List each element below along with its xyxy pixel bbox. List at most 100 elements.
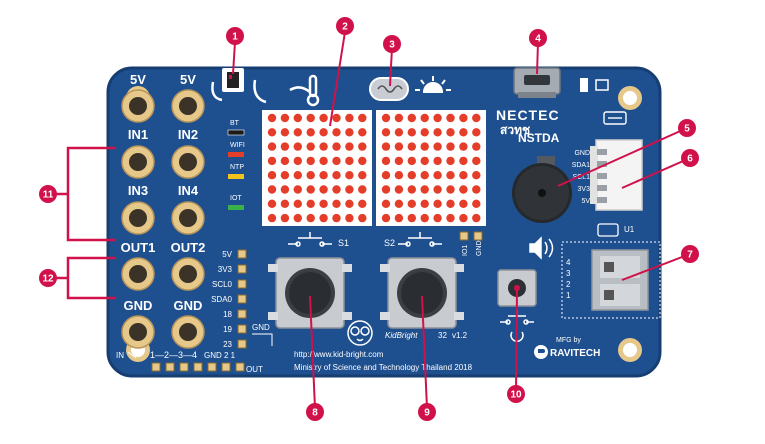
matrix-led <box>472 213 481 223</box>
screw-pad <box>171 145 205 179</box>
matrix-led <box>459 128 468 137</box>
buzzer <box>512 156 572 223</box>
matrix-led <box>459 113 468 123</box>
matrix-led <box>446 171 455 180</box>
matrix-led <box>459 171 468 180</box>
matrix-led <box>319 113 328 123</box>
matrix-led <box>459 199 468 208</box>
i2c-pin <box>597 173 607 179</box>
bottom-connector-strip: IN 1—2—3—4 GND 2 1 OUT <box>116 350 263 374</box>
matrix-led <box>407 156 416 166</box>
pad-label-gnd-1: GND <box>124 298 153 313</box>
led-label-iot: IOT <box>230 195 242 202</box>
matrix-led <box>394 171 404 180</box>
matrix-led <box>345 113 354 123</box>
nstda-logo: NSTDA <box>518 131 560 145</box>
button-s2[interactable] <box>380 257 464 329</box>
i2c-pin <box>597 197 607 203</box>
callout-badge-11: 11 <box>39 185 57 203</box>
i2c-pin-label: SDA1 <box>572 162 590 169</box>
pad-label-in3: IN3 <box>128 183 148 198</box>
matrix-led <box>345 156 354 166</box>
matrix-led <box>381 156 391 166</box>
matrix-led <box>358 213 367 223</box>
matrix-led <box>407 142 416 151</box>
nectec-logo: NECTEC <box>496 107 560 123</box>
matrix-led <box>446 156 455 166</box>
matrix-led <box>420 142 429 151</box>
screw-pad <box>121 201 155 235</box>
matrix-led <box>267 128 277 137</box>
matrix-led <box>381 113 391 123</box>
button-s1[interactable] <box>268 257 352 329</box>
matrix-led <box>381 199 391 208</box>
matrix-led <box>472 199 481 208</box>
matrix-led <box>319 171 328 180</box>
pad-label-out2: OUT2 <box>171 240 206 255</box>
matrix-led <box>381 142 391 151</box>
callout-badge-10: 10 <box>507 385 525 403</box>
callout-badge-6: 6 <box>681 149 699 167</box>
matrix-led <box>332 199 341 208</box>
matrix-led <box>332 213 341 223</box>
matrix-led <box>433 199 442 208</box>
io-pins: IO1 GND <box>459 231 483 256</box>
svg-text:7: 7 <box>687 250 693 261</box>
matrix-led <box>446 142 455 151</box>
i2c-pin-label: SCL1 <box>572 174 590 181</box>
io-pin-io1: IO1 <box>462 245 469 256</box>
matrix-led <box>345 199 354 208</box>
matrix-led <box>420 113 429 123</box>
pad-label-gnd-2: GND <box>174 298 203 313</box>
matrix-led <box>381 185 391 194</box>
led-wifi <box>228 152 244 157</box>
matrix-led <box>332 128 341 137</box>
matrix-led <box>332 185 341 194</box>
led-label-wifi: WIFI <box>230 142 245 149</box>
light-sensor <box>369 77 409 101</box>
matrix-led <box>319 128 328 137</box>
matrix-led <box>345 128 354 137</box>
matrix-led <box>358 128 367 137</box>
matrix-led <box>381 128 391 137</box>
matrix-led <box>358 171 367 180</box>
led-bt <box>227 129 245 136</box>
led-iot <box>228 205 244 210</box>
matrix-led <box>472 142 481 151</box>
callout-badge-8: 8 <box>306 403 324 421</box>
bottom-sequence: 1—2—3—4 <box>150 350 197 360</box>
matrix-led <box>446 128 455 137</box>
callout-badge-3: 3 <box>383 35 401 53</box>
bottom-gnd-label: GND <box>204 351 222 360</box>
website-url: http://www.kid-bright.com <box>294 350 384 359</box>
matrix-led <box>472 185 481 194</box>
svg-text:5: 5 <box>684 124 690 135</box>
svg-text:10: 10 <box>510 390 522 401</box>
usb-port <box>513 67 561 98</box>
matrix-led <box>433 128 442 137</box>
led-label-ntp: NTP <box>230 164 244 171</box>
pad-label-in4: IN4 <box>178 183 199 198</box>
reset-button[interactable] <box>497 269 537 307</box>
matrix-led <box>394 213 404 223</box>
button-s1-label: S1 <box>338 238 349 248</box>
matrix-led <box>280 199 290 208</box>
matrix-led <box>420 156 429 166</box>
matrix-led <box>394 199 404 208</box>
matrix-led <box>407 199 416 208</box>
side-pin-4: 4 <box>566 258 571 267</box>
svg-text:9: 9 <box>424 408 430 419</box>
matrix-led <box>280 156 290 166</box>
led-matrix-display <box>262 110 486 226</box>
screw-pad <box>121 145 155 179</box>
header-pin-5v: 5V <box>222 250 232 259</box>
i2c-pin-label: 3V3 <box>578 186 591 193</box>
pad-label-5v-1: 5V <box>130 72 146 87</box>
matrix-led <box>306 113 315 123</box>
kidbright-version: v1.2 <box>452 331 468 340</box>
screw-pad <box>121 89 155 123</box>
svg-text:6: 6 <box>687 154 693 165</box>
matrix-led <box>420 185 429 194</box>
matrix-led <box>345 185 354 194</box>
